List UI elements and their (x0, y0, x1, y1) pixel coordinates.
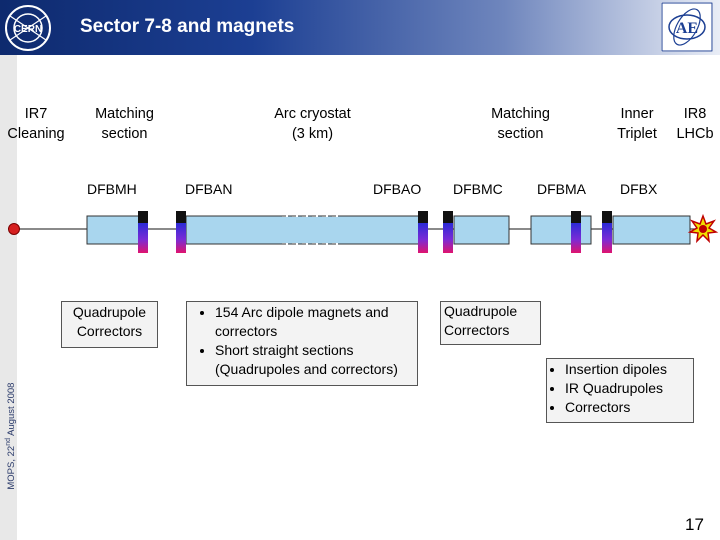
ir-item: Correctors (565, 398, 693, 417)
magnet-segment-matching-right-1 (453, 215, 510, 245)
page-number: 17 (685, 515, 704, 534)
ir-item: Insertion dipoles (565, 360, 693, 379)
label-matching-section-left: Matching section (95, 106, 154, 142)
svg-text:CERN: CERN (14, 24, 42, 35)
magnet-segment-arc (185, 215, 420, 245)
feedboxes (138, 211, 612, 253)
ir7-endpoint-marker (8, 223, 20, 235)
label-dfbx: DFBX (620, 181, 658, 197)
svg-text:AE: AE (676, 20, 698, 37)
label-ir7-cleaning: IR7 Cleaning (7, 106, 65, 142)
box-ir-contents: Insertion dipoles IR Quadrupoles Correct… (546, 358, 694, 423)
label-dfbao: DFBAO (373, 181, 422, 197)
header-bar: CERN Sector 7-8 and magnets AE (0, 0, 720, 55)
arc-item: 154 Arc dipole magnets and correctors (215, 303, 417, 341)
slide-title: Sector 7-8 and magnets (80, 16, 295, 37)
box-quadrupole-correctors-left: Quadrupole Correctors (61, 301, 158, 348)
label-inner-triplet: Inner Triplet (617, 106, 657, 142)
magnet-segment-inner-triplet (612, 215, 691, 245)
left-sidebar (0, 55, 17, 540)
label-dfban: DFBAN (185, 181, 233, 197)
box-arc-contents: 154 Arc dipole magnets and correctors Sh… (186, 301, 418, 386)
label-dfbma: DFBMA (537, 181, 586, 197)
ae-logo: AE (661, 2, 713, 52)
ir8-collision-star-icon (687, 213, 719, 244)
label-dfbmc: DFBMC (453, 181, 503, 197)
arc-item: Short straight sections (Quadrupoles and… (215, 341, 417, 379)
magnet-segment-matching-left (86, 215, 142, 245)
label-ir8-lhcb: IR8 LHCb (676, 106, 714, 142)
arc-break-marks-dark (282, 215, 342, 245)
label-arc-cryostat: Arc cryostat (3 km) (274, 106, 351, 142)
box-quadrupole-correctors-right: Quadrupole Correctors (440, 301, 541, 345)
label-dfbmh: DFBMH (87, 181, 137, 197)
magnet-segment-matching-right-2 (530, 215, 592, 245)
label-matching-section-right: Matching section (491, 106, 550, 142)
ir-item: IR Quadrupoles (565, 379, 693, 398)
cern-logo: CERN (5, 5, 51, 51)
